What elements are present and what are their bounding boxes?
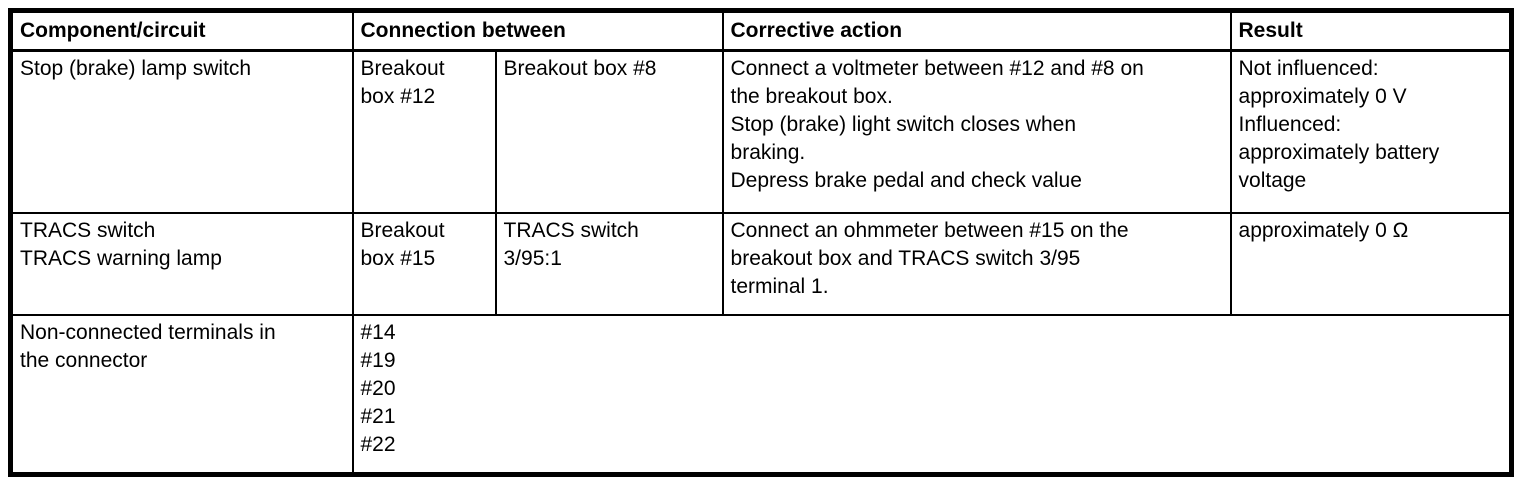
diagnostic-table: Component/circuit Connection between Cor… [8, 8, 1515, 477]
cell-result: approximately 0 Ω [1229, 211, 1513, 316]
cell-corrective-action: Connect an ohmmeter between #15 on the b… [721, 211, 1232, 316]
cell-corrective-action: Connect a voltmeter between #12 and #8 o… [721, 49, 1232, 214]
header-connection-between: Connection between [351, 9, 724, 52]
cell-connection-b: TRACS switch 3/95:1 [494, 211, 724, 316]
table-row: Non-connected terminals in the connector… [9, 313, 1513, 476]
cell-component: Non-connected terminals in the connector [9, 313, 354, 476]
cell-result: Not influenced: approximately 0 V Influe… [1229, 49, 1513, 214]
header-result: Result [1229, 9, 1513, 52]
cell-terminals: #14 #19 #20 #21 #22 [351, 313, 1513, 476]
table-header-row: Component/circuit Connection between Cor… [9, 9, 1513, 52]
table-row: Stop (brake) lamp switch Breakout box #1… [9, 49, 1513, 214]
cell-component: Stop (brake) lamp switch [9, 49, 354, 214]
table-row: TRACS switch TRACS warning lamp Breakout… [9, 211, 1513, 316]
cell-connection-a: Breakout box #12 [351, 49, 497, 214]
cell-connection-b: Breakout box #8 [494, 49, 724, 214]
header-corrective-action: Corrective action [721, 9, 1232, 52]
cell-component: TRACS switch TRACS warning lamp [9, 211, 354, 316]
header-component-circuit: Component/circuit [9, 9, 354, 52]
cell-connection-a: Breakout box #15 [351, 211, 497, 316]
